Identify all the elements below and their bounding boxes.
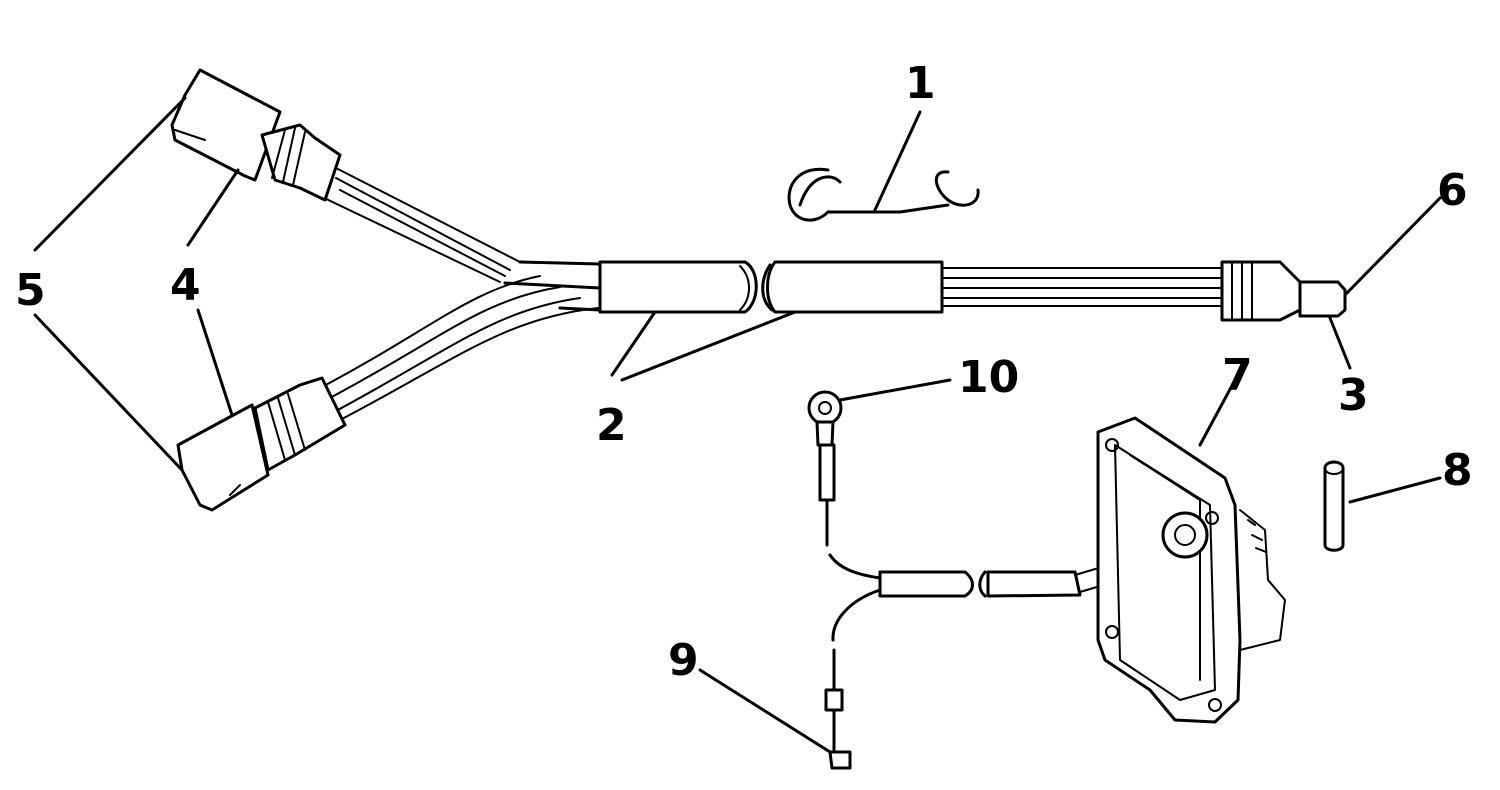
callout-4: 4: [170, 260, 201, 311]
connector-seal-upper: [260, 123, 342, 202]
harness-sheath-right: [766, 260, 944, 314]
callout-1: 1: [905, 58, 936, 109]
callout-10: 10: [958, 352, 1019, 403]
connector-tip-right: [1298, 280, 1347, 318]
sensor-housing: [1096, 416, 1286, 724]
connector-lower: [176, 376, 347, 512]
callout-9: 9: [668, 635, 699, 686]
harness-sheath-left: [598, 260, 758, 314]
dowel-pin: [1323, 460, 1345, 552]
leader-lines: [33, 96, 1442, 754]
ring-terminal: [807, 390, 843, 426]
callout-2: 2: [596, 400, 627, 451]
connector-right: [1220, 260, 1347, 322]
callout-3: 3: [1338, 370, 1369, 421]
callout-7: 7: [1222, 350, 1253, 401]
connector-upper: [170, 68, 342, 202]
spade-terminal: [824, 688, 844, 712]
callout-6: 6: [1437, 165, 1468, 216]
clip: [787, 167, 980, 222]
connector-seal-right: [1220, 260, 1302, 322]
connector-seal-lower: [253, 376, 347, 472]
connector-body-lower: [176, 403, 270, 512]
lead-sleeve: [878, 570, 974, 598]
callout-8: 8: [1442, 445, 1473, 496]
wiring-harness: [319, 164, 1226, 421]
connector-body-upper: [170, 68, 282, 182]
callouts: 1 2 3 4 5 6 7 8 9 10: [15, 58, 1473, 686]
callout-5: 5: [15, 265, 46, 316]
housing-boss: [1161, 511, 1209, 559]
